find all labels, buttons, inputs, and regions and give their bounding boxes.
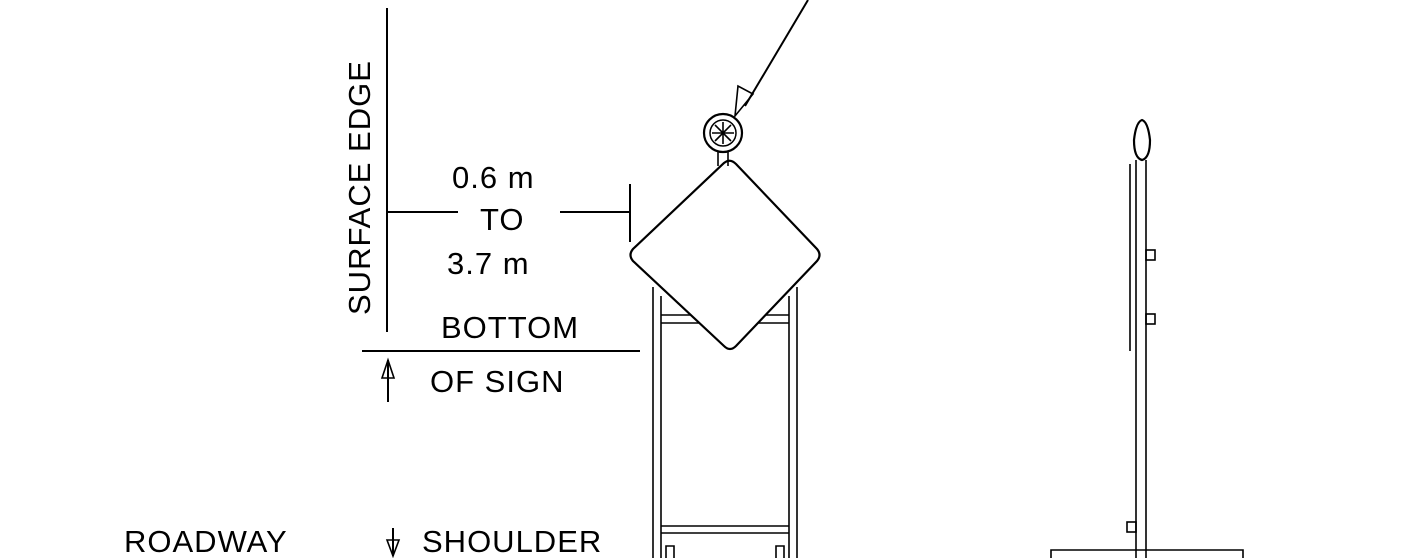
dimension-to-label: TO (480, 202, 525, 237)
leader-arrow-head-icon (733, 84, 755, 119)
shoulder-label: SHOULDER (422, 524, 602, 558)
dimension-max-label: 3.7 m (447, 246, 530, 281)
shoulder-arrow-head-icon (385, 539, 401, 558)
diamond-sign-panel (629, 159, 821, 351)
roadway-label: ROADWAY (124, 524, 288, 558)
of-sign-label: OF SIGN (430, 364, 564, 399)
warning-light-icon (702, 112, 744, 154)
bottom-label: BOTTOM (441, 310, 579, 345)
leader-line (744, 0, 809, 107)
side-view-support (1050, 118, 1244, 558)
height-arrow-head-icon (380, 357, 396, 379)
surface-edge-label: SURFACE EDGE (342, 60, 377, 315)
dimension-min-label: 0.6 m (452, 160, 535, 195)
